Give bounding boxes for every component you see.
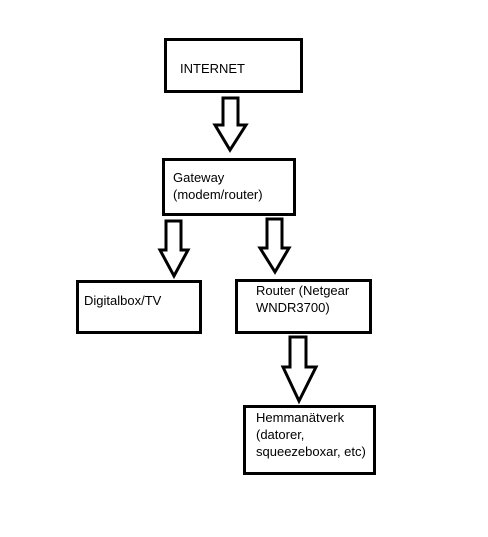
arrow-internet-to-gateway	[212, 96, 249, 153]
arrow-gateway-to-digitalbox	[157, 219, 191, 280]
arrow-gateway-to-router	[257, 217, 292, 275]
node-internet-label: INTERNET	[180, 61, 245, 76]
node-internet: INTERNET	[164, 38, 303, 93]
node-home-network: Hemmanätverk (datorer, squeezeboxar, etc…	[243, 405, 376, 475]
node-router: Router (Netgear WNDR3700)	[235, 279, 372, 334]
arrow-router-to-home-network	[280, 335, 319, 405]
node-router-label: Router (Netgear WNDR3700)	[256, 283, 350, 315]
node-digitalbox-label: Digitalbox/TV	[84, 293, 162, 308]
node-gateway-label: Gateway (modem/router)	[173, 170, 263, 202]
node-home-network-label: Hemmanätverk (datorer, squeezeboxar, etc…	[256, 410, 366, 459]
node-digitalbox: Digitalbox/TV	[76, 280, 202, 334]
node-gateway: Gateway (modem/router)	[162, 158, 296, 216]
